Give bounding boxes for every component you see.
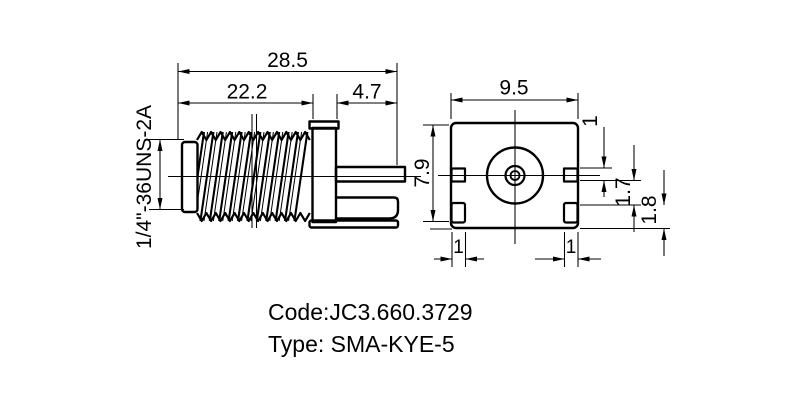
foot-notch-left (450, 201, 467, 224)
side-view (168, 114, 421, 229)
front-view-dimensions: 9.5 7.9 1 1.7 1.8 1 1 (411, 77, 670, 267)
thread-section (196, 130, 311, 223)
dim-notch-left-label: 1 (453, 237, 464, 258)
foot-notch-right (562, 201, 579, 224)
mid-circle (504, 164, 526, 187)
dim-width-label: 9.5 (499, 77, 528, 100)
center-pin-circle (509, 170, 521, 181)
part-code-text: Code:JC3.660.3729 (268, 299, 473, 325)
dim-height-label: 7.9 (411, 158, 434, 187)
part-type-text: Type: SMA-KYE-5 (268, 331, 455, 357)
part-identification: Code:JC3.660.3729 Type: SMA-KYE-5 (268, 299, 473, 357)
thread-spec-label: 1/4"-36UNS-2A (133, 105, 156, 249)
flange-plate (311, 126, 338, 224)
slot-notch-left (450, 167, 467, 183)
thread-crest-bottom (196, 211, 311, 223)
thread-hatch-fine (197, 131, 303, 222)
dim-overall-label: 28.5 (267, 49, 308, 72)
flange-bottom-bar (308, 219, 400, 229)
outer-circle (485, 146, 545, 205)
front-view (438, 110, 600, 244)
side-view-dimensions: 28.5 22.2 4.7 1/4"-36UNS-2A (133, 49, 398, 249)
dim-notch-right-label: 1 (566, 237, 577, 258)
dim-tab-length-label: 4.7 (352, 81, 381, 104)
dim-thread-length-label: 22.2 (227, 81, 268, 104)
dim-top-step-label: 1 (579, 115, 602, 127)
dim-slot-label: 1.7 (612, 177, 635, 206)
thread-hatch-bold (197, 131, 309, 222)
slot-notch-right (562, 167, 579, 183)
dim-foot-label: 1.8 (638, 195, 661, 224)
ground-leg (334, 196, 400, 220)
center-pin-leg (334, 165, 407, 183)
